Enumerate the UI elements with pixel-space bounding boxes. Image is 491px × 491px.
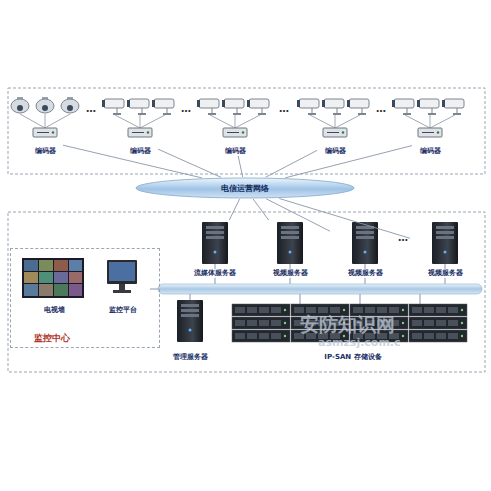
- camera-wires: [20, 114, 455, 128]
- ellipsis: …: [376, 103, 386, 114]
- monitor-platform: 监控平台: [95, 255, 151, 315]
- encoder-symbols: [33, 128, 442, 137]
- node-label: 编码器: [129, 147, 152, 156]
- node-label: 流媒体服务器: [193, 269, 237, 278]
- server-box: 视频服务器: [410, 220, 480, 278]
- center-link: [150, 289, 158, 290]
- network-bus: [158, 284, 482, 294]
- server-box: 流媒体服务器: [180, 220, 250, 278]
- ellipsis: …: [181, 103, 191, 114]
- camera-zone-frame: [8, 88, 485, 174]
- encoder-box: 编码器: [217, 126, 253, 156]
- node-label: 电信运营网络: [220, 184, 270, 193]
- ellipsis: …: [86, 103, 96, 114]
- network-link: [285, 146, 412, 178]
- node-label: 视频服务器: [272, 269, 309, 278]
- node-label: IP-SAN 存储设备: [323, 353, 382, 362]
- node-label: 编码器: [224, 147, 247, 156]
- network-link: [266, 199, 330, 231]
- monitor-symbol: [107, 260, 137, 293]
- node-label: 编码器: [324, 147, 347, 156]
- tv-wall: 电视墙: [19, 255, 89, 315]
- encoder-box: 编码器: [317, 126, 353, 156]
- center-zone-frame: [8, 212, 485, 372]
- network-link: [63, 145, 202, 178]
- node-label: 电视墙: [43, 306, 66, 315]
- bullet-cameras: [102, 99, 464, 115]
- node-label: 监控中心: [33, 334, 71, 343]
- ellipsis: …: [279, 103, 289, 114]
- server-box: 视频服务器: [255, 220, 325, 278]
- network-link: [158, 149, 221, 177]
- network-link: [229, 199, 239, 220]
- network-ellipse: 电信运营网络: [135, 177, 355, 199]
- watermark: asmzsj.com.c: [318, 336, 401, 349]
- node-label: 监控平台: [108, 306, 138, 315]
- server-box: 管理服务器: [160, 298, 220, 362]
- server-box: 视频服务器: [330, 220, 400, 278]
- encoder-box: 编码器: [122, 126, 158, 156]
- network-link: [238, 156, 243, 177]
- dome-cameras: [11, 97, 79, 113]
- watermark: 安防知识网: [300, 312, 395, 338]
- network-link: [279, 199, 410, 239]
- tv-wall-symbol: [22, 258, 84, 298]
- node-label: 编码器: [34, 147, 57, 156]
- ellipsis: …: [398, 232, 408, 243]
- node-label: 编码器: [419, 147, 442, 156]
- network-link: [266, 150, 317, 177]
- network-link: [253, 199, 269, 220]
- encoder-box: 编码器: [27, 126, 63, 156]
- monitor-center-group: 监控中心 电视墙 监控平台: [10, 248, 160, 348]
- node-label: 管理服务器: [172, 353, 209, 362]
- node-label: 视频服务器: [347, 269, 384, 278]
- node-label: 视频服务器: [427, 269, 464, 278]
- encoder-box: 编码器: [412, 126, 448, 156]
